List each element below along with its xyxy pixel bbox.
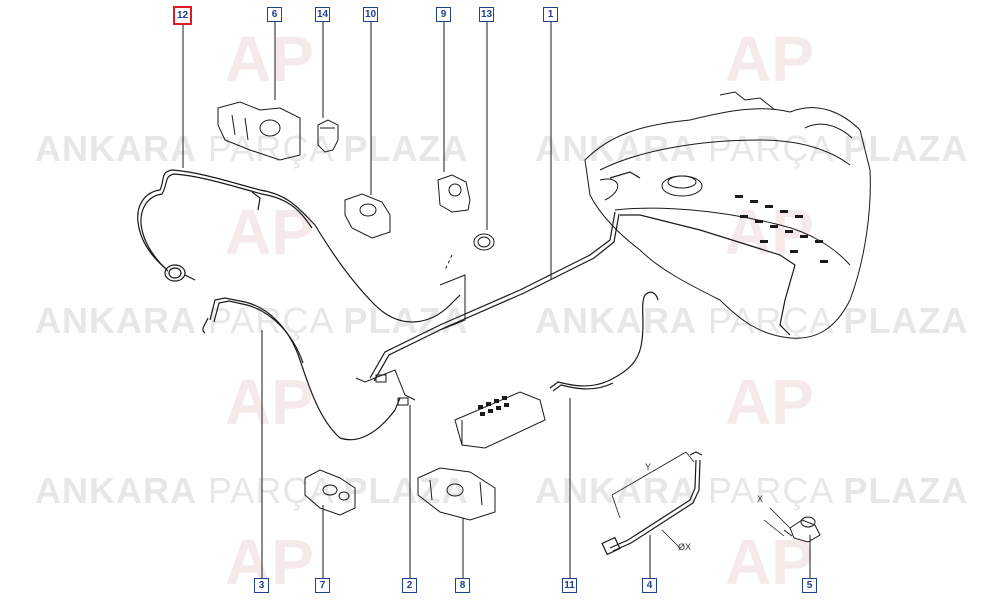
watermark-row: ANKARA PARÇA PLAZA <box>535 128 969 169</box>
dimension-y-label: Y <box>645 462 652 472</box>
tank-ribs <box>735 195 828 263</box>
watermark-logo: AP <box>725 526 814 598</box>
watermark-row: ANKARA PARÇA PLAZA <box>535 300 969 341</box>
pipe-1 <box>369 171 796 382</box>
clip-14 <box>317 119 339 153</box>
tube-4 <box>601 451 703 556</box>
callout-14[interactable]: 14 <box>315 7 330 22</box>
fuel-tank <box>584 91 871 339</box>
callout-6[interactable]: 6 <box>267 7 282 22</box>
watermark-logo: AP <box>225 526 314 598</box>
dimension-lines <box>611 451 791 549</box>
clip-13 <box>473 233 495 251</box>
clip-9 <box>437 174 471 213</box>
pipe-3 <box>202 297 401 441</box>
clip-7 <box>304 469 356 516</box>
callout-10[interactable]: 10 <box>363 7 378 22</box>
callout-13[interactable]: 13 <box>479 7 494 22</box>
watermark-logo: AP <box>225 23 314 95</box>
clip-6 <box>217 101 301 161</box>
watermark-logo: AP <box>725 23 814 95</box>
callout-11[interactable]: 11 <box>562 578 577 593</box>
callout-3[interactable]: 3 <box>254 578 269 593</box>
watermark-logo: AP <box>225 366 314 438</box>
pipe-11 <box>549 291 659 392</box>
pipe-12 <box>137 169 461 323</box>
callout-8[interactable]: 8 <box>455 578 470 593</box>
watermark-logo: AP <box>225 196 314 268</box>
watermark-row: ANKARA PARÇA PLAZA <box>35 128 469 169</box>
canister-grid <box>478 396 509 416</box>
connector-2 <box>355 254 466 406</box>
clip-10 <box>344 193 391 239</box>
callout-7[interactable]: 7 <box>315 578 330 593</box>
callout-12[interactable]: 12 <box>173 6 192 25</box>
callout-2[interactable]: 2 <box>402 578 417 593</box>
clip-8 <box>417 467 496 521</box>
fitting-5 <box>783 516 821 543</box>
callout-9[interactable]: 9 <box>436 7 451 22</box>
dimension-diameter-label: ØX <box>678 542 692 552</box>
watermark-row: ANKARA PARÇA PLAZA <box>35 300 469 341</box>
dimension-x-label: X <box>757 494 764 504</box>
canister <box>454 391 546 449</box>
watermark-logo: AP <box>725 366 814 438</box>
callout-4[interactable]: 4 <box>642 578 657 593</box>
callout-5[interactable]: 5 <box>802 578 817 593</box>
callout-1[interactable]: 1 <box>543 7 558 22</box>
